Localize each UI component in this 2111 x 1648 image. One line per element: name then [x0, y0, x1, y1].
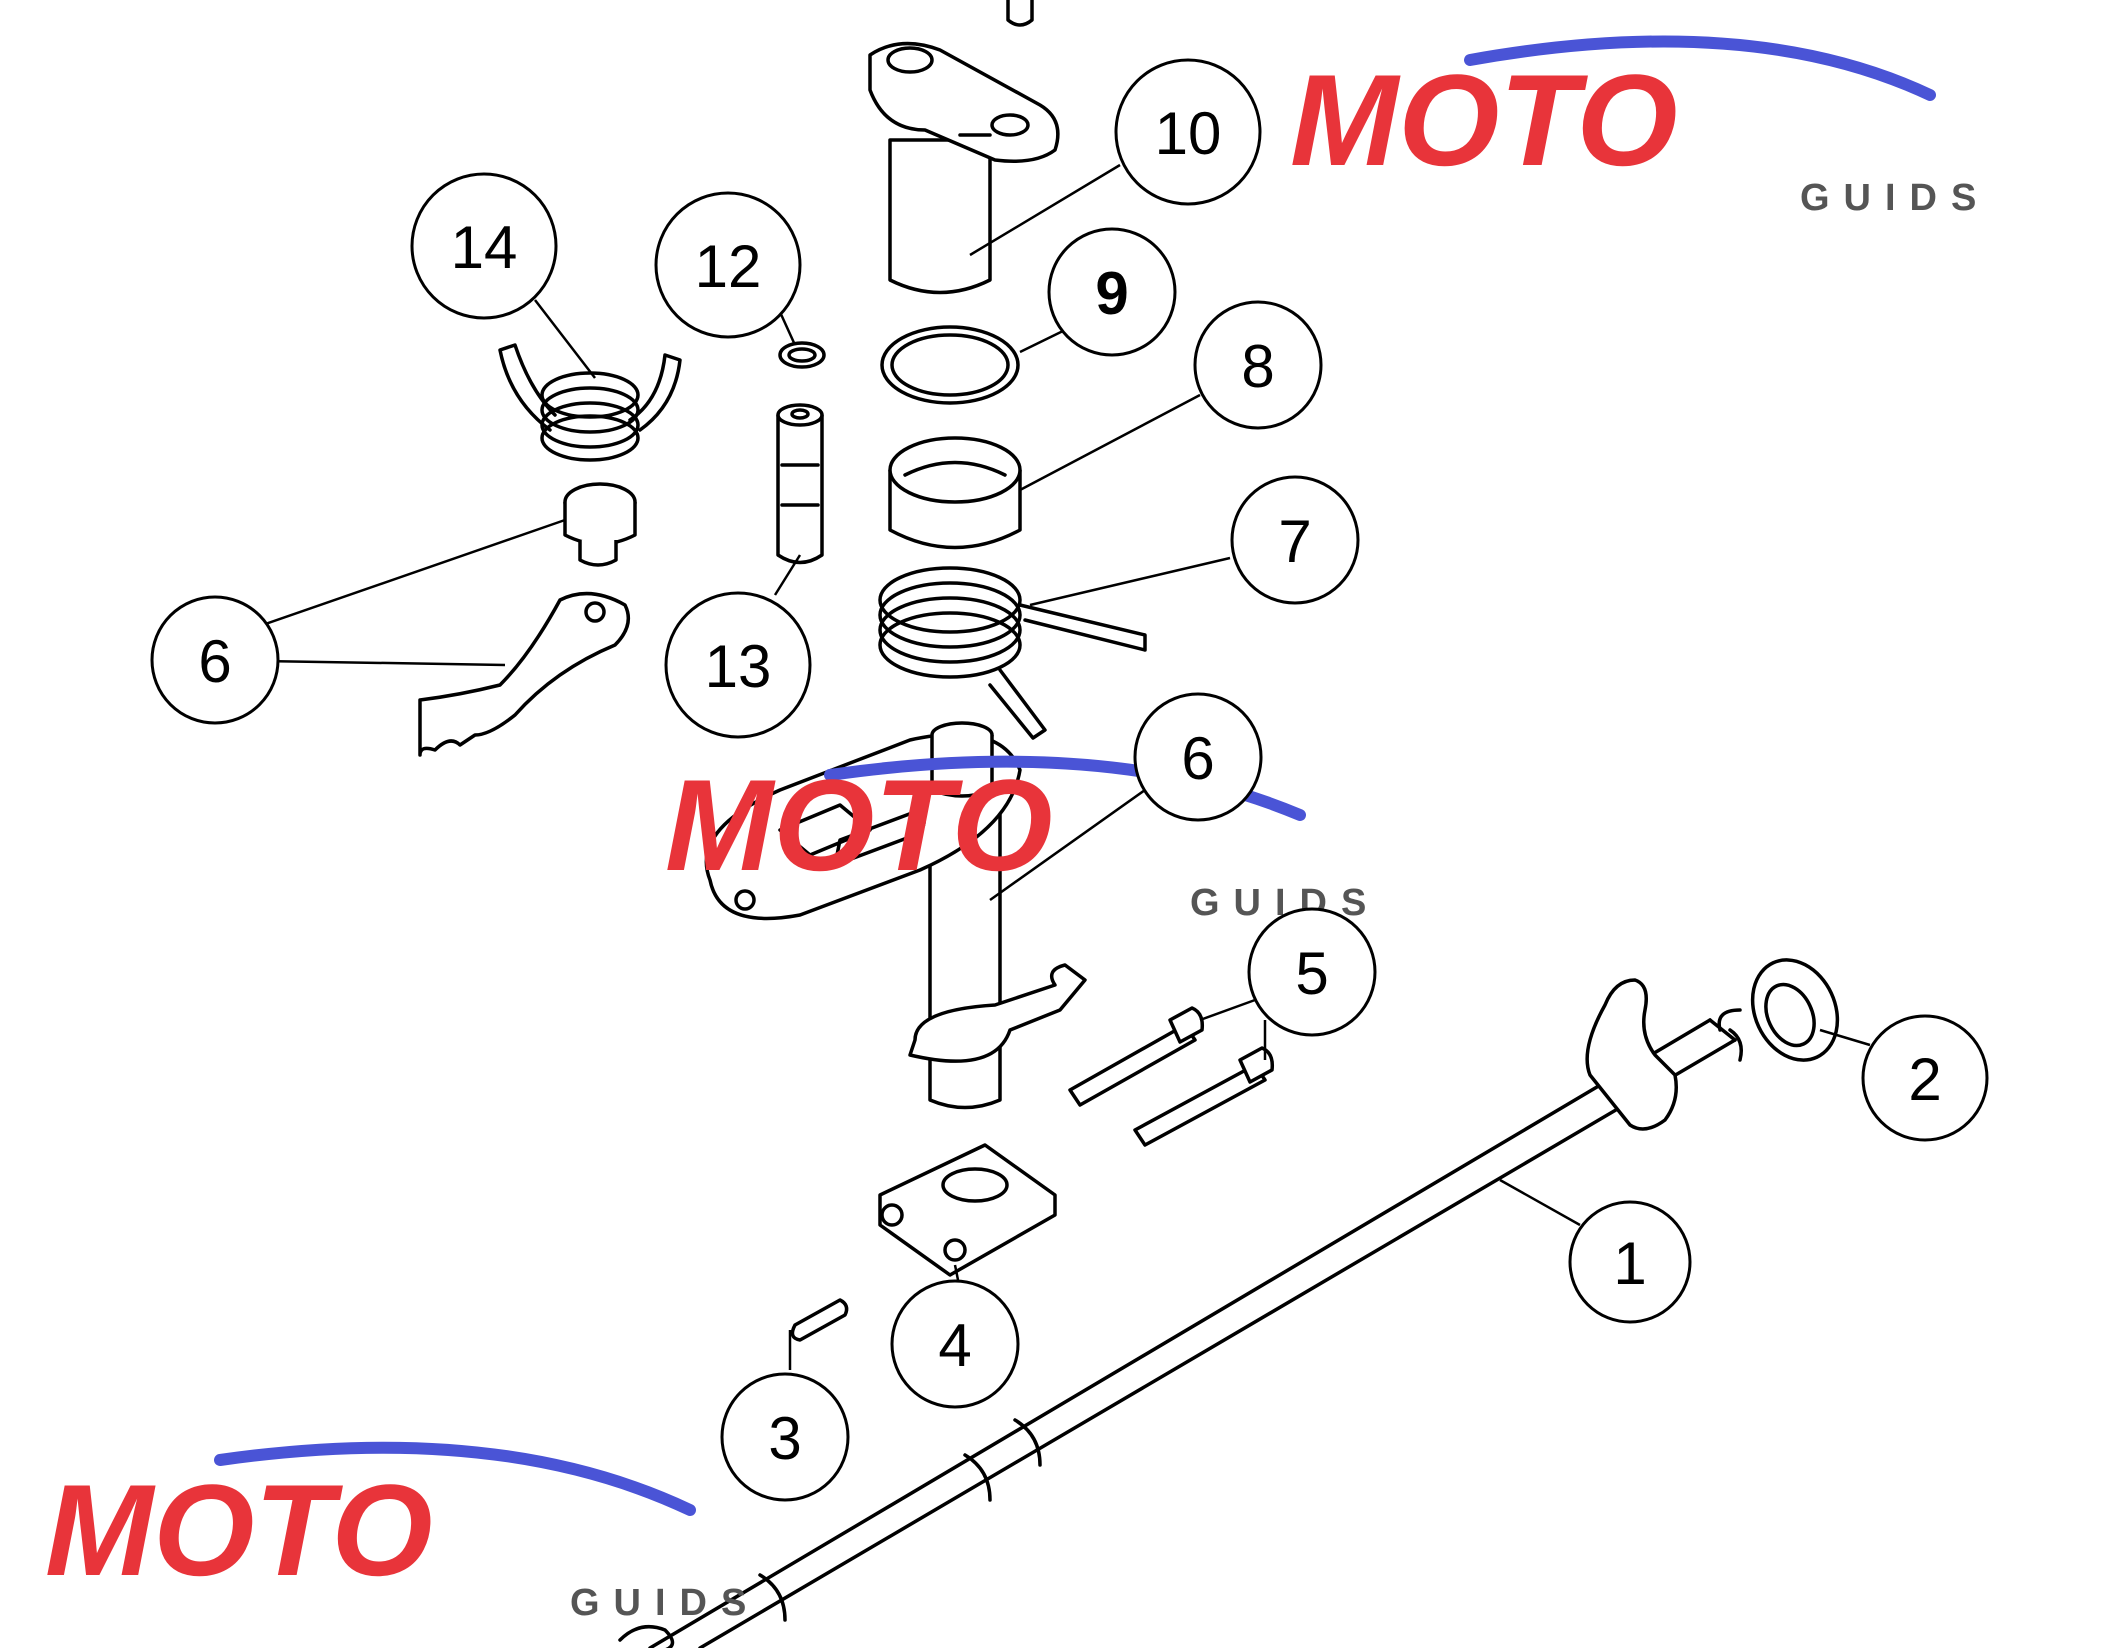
callout-label: 13	[705, 633, 772, 700]
callout-8: 8	[1193, 300, 1323, 430]
watermark-bottom-left: MOTO GUIDS	[45, 1441, 760, 1624]
callout-7: 7	[1230, 475, 1360, 605]
watermark-brand-text: MOTO	[665, 752, 1053, 898]
callout-12: 12	[654, 191, 802, 339]
watermark-sub-text: GUIDS	[1800, 177, 1990, 219]
callout-label: 2	[1908, 1046, 1941, 1113]
callout-5: 5	[1247, 907, 1377, 1037]
callout-6-left: 6	[150, 595, 280, 725]
part-6-pawl	[418, 482, 637, 757]
part-4-block	[878, 1143, 1057, 1277]
callout-3: 3	[720, 1372, 850, 1502]
callout-9: 9	[1047, 227, 1177, 357]
callout-label: 14	[451, 214, 518, 281]
callout-4: 4	[890, 1279, 1020, 1409]
callout-label: 9	[1095, 260, 1128, 327]
callout-label: 3	[768, 1405, 801, 1472]
part-5-bolts	[1068, 1006, 1275, 1147]
watermark-brand-text: MOTO	[45, 1457, 433, 1603]
callout-label: 10	[1155, 100, 1222, 167]
callout-label: 8	[1241, 333, 1274, 400]
callout-1: 1	[1568, 1200, 1692, 1324]
part-2-washer	[1728, 958, 1840, 1062]
part-10-cam-lever	[868, 0, 1060, 295]
watermark-center: MOTO GUIDS	[665, 752, 1366, 924]
part-3-pin	[790, 1298, 849, 1342]
callout-label: 5	[1295, 940, 1328, 1007]
callout-label: 4	[938, 1312, 971, 1379]
watermark-sub-text: GUIDS	[570, 1582, 760, 1624]
part-7-spring	[878, 566, 1147, 740]
part-1-shift-shaft	[618, 978, 1742, 1648]
part-9-o-ring	[880, 325, 1020, 405]
part-13-pin	[776, 403, 824, 565]
callout-label: 6	[1181, 725, 1214, 792]
part-12-small-o-ring	[778, 341, 826, 369]
callout-label: 12	[695, 233, 762, 300]
watermark-top-right: MOTO GUIDS	[1290, 35, 1990, 219]
part-8-bushing	[888, 436, 1022, 550]
callout-14: 14	[410, 172, 558, 320]
callout-10: 10	[1114, 58, 1262, 206]
callout-label: 1	[1613, 1230, 1646, 1297]
callout-2: 2	[1861, 1014, 1989, 1142]
callout-6-center: 6	[1133, 692, 1263, 822]
part-6-shift-arm	[704, 721, 1087, 1110]
callout-label: 6	[198, 628, 231, 695]
part-14-torsion-spring	[498, 343, 682, 462]
watermark-brand-text: MOTO	[1290, 47, 1678, 193]
callout-label: 7	[1278, 508, 1311, 575]
callout-13: 13	[664, 591, 812, 739]
